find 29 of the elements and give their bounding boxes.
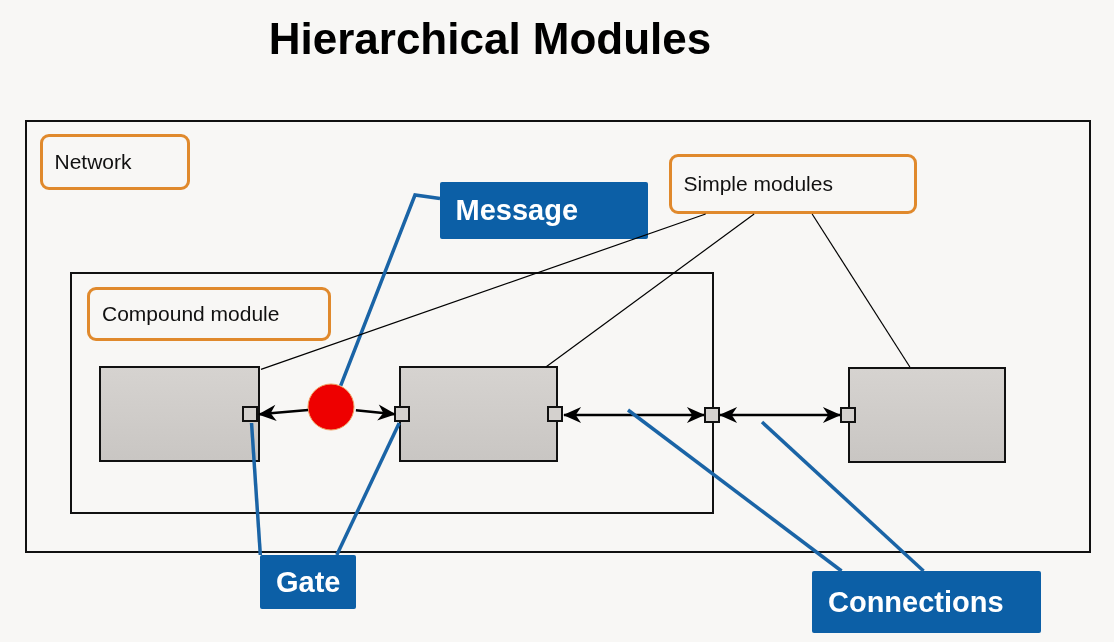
callout-label: Compound module xyxy=(87,287,331,341)
gate-square xyxy=(394,406,410,422)
callout-label: Gate xyxy=(260,555,356,609)
gate-square xyxy=(242,406,258,422)
callout-label: Message xyxy=(439,181,648,239)
callout-label: Simple modules xyxy=(668,153,917,214)
leader-line xyxy=(335,422,401,556)
module-box xyxy=(847,366,1006,463)
connection-arrow xyxy=(719,406,841,424)
leader-line xyxy=(760,420,925,573)
leader-line xyxy=(339,193,441,387)
gate-square xyxy=(547,406,563,422)
leader-line xyxy=(545,213,755,368)
network-frame xyxy=(25,120,1091,553)
connection-arrow xyxy=(563,406,705,424)
leader-line xyxy=(811,213,911,368)
leader-line xyxy=(260,213,707,370)
callout-label: Connections xyxy=(812,571,1041,633)
module-box xyxy=(99,366,260,462)
connection-arrow xyxy=(258,404,309,421)
leader-line xyxy=(626,408,843,573)
module-box xyxy=(399,366,558,462)
title: Hierarchical Modules xyxy=(267,14,713,64)
compound-module-frame xyxy=(69,271,714,514)
gate-square xyxy=(839,406,856,423)
gate-square xyxy=(703,406,720,423)
callout-label: Network xyxy=(39,133,190,190)
connection-arrow xyxy=(355,404,396,421)
leader-line xyxy=(249,422,263,556)
